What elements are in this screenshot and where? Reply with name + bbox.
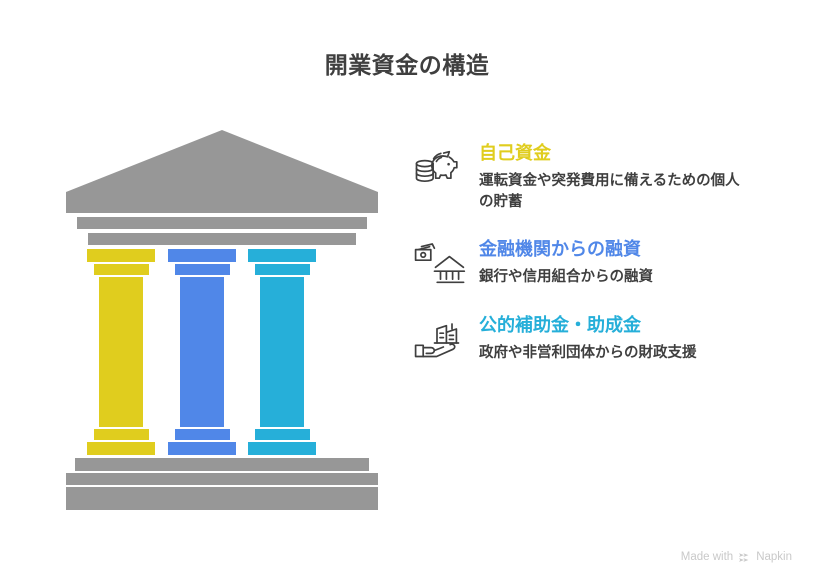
pillar-bank-loan (168, 249, 236, 559)
watermark-brand: Napkin (756, 551, 792, 563)
napkin-watermark: Made with Napkin (681, 551, 792, 563)
temple-roof-pediment (66, 130, 378, 192)
pillar-capital-mid (255, 264, 310, 275)
pillar-base-mid (175, 429, 230, 440)
list-item-description: 政府や非営利団体からの財政支援 (479, 344, 697, 361)
list-item-body: 公的補助金・助成金 政府や非営利団体からの財政支援 (479, 314, 773, 364)
funding-source-list: 自己資金 運転資金や突発費用に備えるための個人の貯蓄 金融機関からの融資 銀行や… (413, 142, 773, 385)
list-item-description: 銀行や信用組合からの融資 (479, 268, 653, 285)
temple-entablature-middle (77, 217, 367, 229)
watermark-prefix: Made with (680, 551, 734, 563)
list-item-heading: 自己資金 (479, 143, 551, 163)
list-item-heading: 金融機関からの融資 (479, 239, 641, 259)
pillar-capital-top (168, 249, 236, 262)
list-item-subsidy: 公的補助金・助成金 政府や非営利団体からの財政支援 (413, 314, 773, 364)
pillar-self-funds (87, 249, 155, 559)
piggy-bank-icon (413, 144, 467, 192)
pillar-capital-top (248, 249, 316, 262)
napkin-logo-icon (739, 552, 749, 562)
pillar-capital-mid (175, 264, 230, 275)
pillar-base-bottom (168, 442, 236, 455)
pillar-capital-mid (94, 264, 149, 275)
pillar-base-mid (94, 429, 149, 440)
temple-illustration (66, 130, 378, 510)
list-item-heading: 公的補助金・助成金 (479, 315, 641, 336)
pillar-base-mid (255, 429, 310, 440)
list-item-self-funds: 自己資金 運転資金や突発費用に備えるための個人の貯蓄 (413, 142, 773, 214)
pillar-base-bottom (87, 442, 155, 455)
temple-entablature-top (66, 192, 378, 213)
temple-entablature-bottom (88, 233, 356, 245)
pillar-subsidy (248, 249, 316, 559)
list-item-body: 金融機関からの融資 銀行や信用組合からの融資 (479, 238, 773, 288)
temple-step-bottom (66, 487, 378, 510)
page-title: 開業資金の構造 (324, 52, 490, 78)
pillar-shaft (180, 277, 224, 427)
pillar-shaft (260, 277, 304, 427)
hand-buildings-icon (413, 316, 467, 364)
temple-step-middle (66, 473, 378, 485)
temple-step-top (75, 458, 369, 471)
bank-loan-icon (413, 240, 467, 288)
list-item-bank-loan: 金融機関からの融資 銀行や信用組合からの融資 (413, 238, 773, 288)
pillar-capital-top (87, 249, 155, 262)
list-item-description: 運転資金や突発費用に備えるための個人の貯蓄 (479, 172, 740, 211)
pillar-shaft (99, 277, 143, 427)
pillar-base-bottom (248, 442, 316, 455)
list-item-body: 自己資金 運転資金や突発費用に備えるための個人の貯蓄 (479, 142, 773, 214)
